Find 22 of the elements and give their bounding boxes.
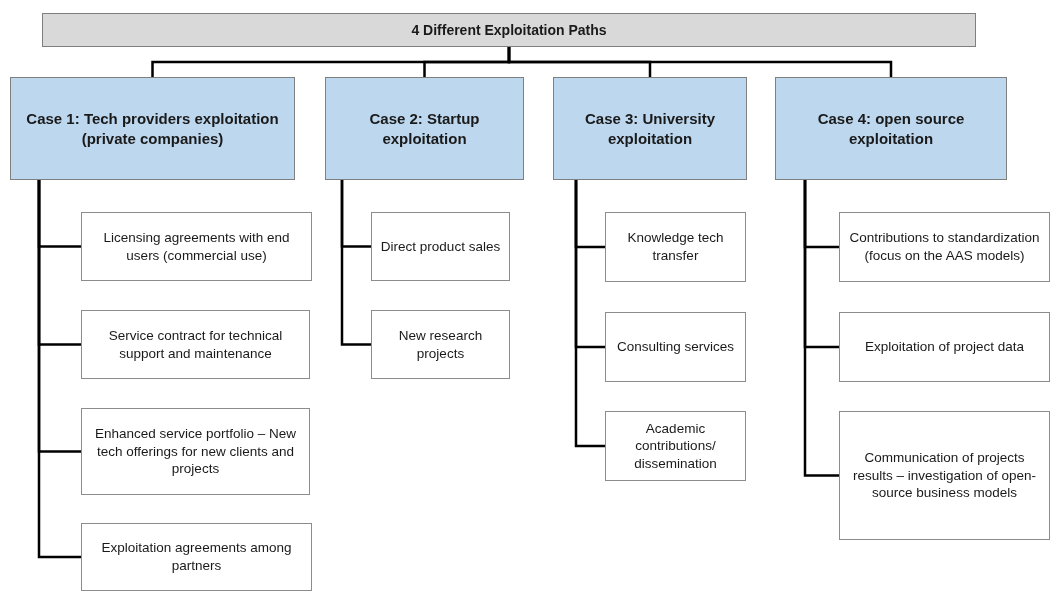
category-box: Case 3: University exploitation [553, 77, 747, 180]
category-box: Case 2: Startup exploitation [325, 77, 524, 180]
item-box: Licensing agreements with end users (commercial use) [81, 212, 312, 281]
category-box: Case 1: Tech providers exploitation (private companies) [10, 77, 295, 180]
item-box: Exploitation agreements among partners [81, 523, 312, 591]
connector-line [574, 180, 605, 448]
item-box: Exploitation of project data [839, 312, 1050, 382]
category-box: Case 4: open source exploitation [775, 77, 1007, 180]
connector-line [37, 180, 81, 559]
item-box: Contributions to standardization (focus on the AAS models) [839, 212, 1050, 282]
item-box: Consulting services [605, 312, 746, 382]
connector-line [803, 180, 839, 477]
item-box: Communication of projects results – investigation of open-source business models [839, 411, 1050, 540]
connector-line [507, 47, 893, 77]
connector-line [340, 180, 371, 346]
title-box: 4 Different Exploitation Paths [42, 13, 976, 47]
item-box: Direct product sales [371, 212, 510, 281]
item-box: Enhanced service portfolio – New tech offerings for new clients and projects [81, 408, 310, 495]
item-box: Knowledge tech transfer [605, 212, 746, 282]
item-box: Service contract for technical support and maintenance [81, 310, 310, 379]
item-box: Academic contributions/ dissemination [605, 411, 746, 481]
item-box: New research projects [371, 310, 510, 379]
